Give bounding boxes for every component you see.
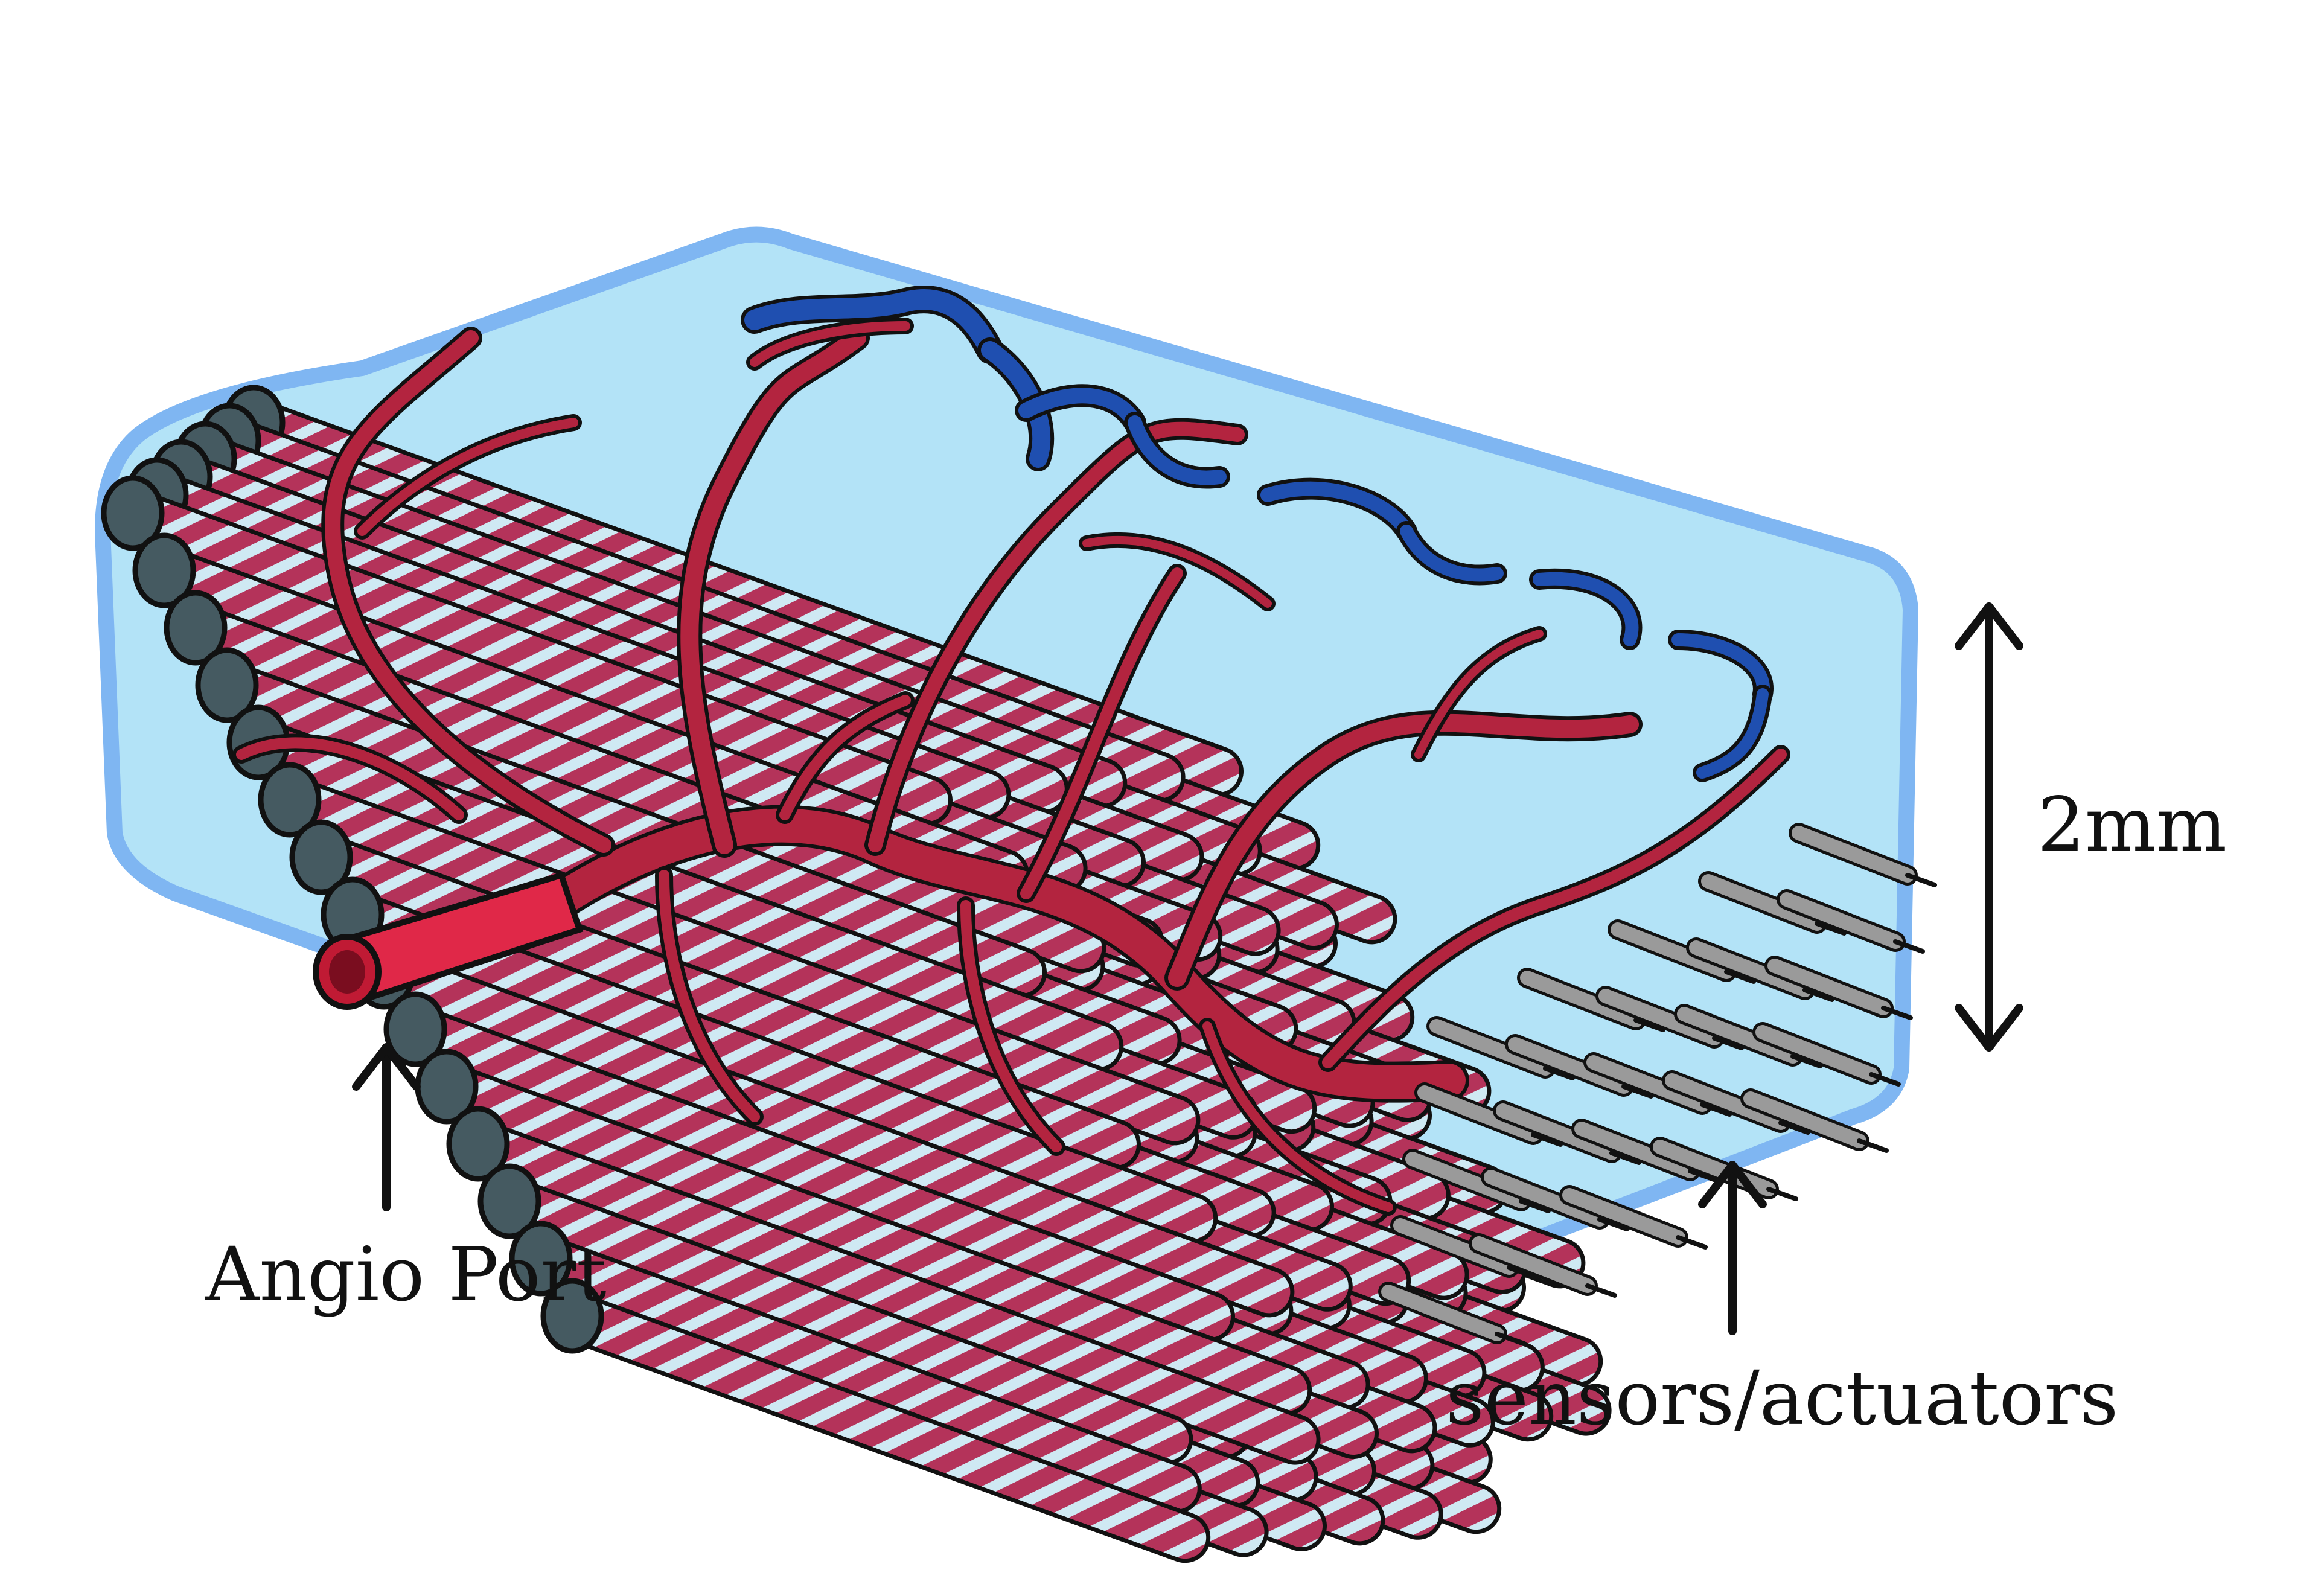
sensor-actuator-pin [1608, 919, 1756, 984]
muscle-fiber [195, 647, 1047, 998]
artery [1411, 626, 1547, 762]
muscle-fiber [509, 1221, 1202, 1514]
sensor-actuator-pin [1777, 889, 1925, 954]
sensor-actuator-pin [1583, 1052, 1732, 1117]
artery [1199, 1018, 1397, 1216]
vein [1668, 630, 1774, 704]
angio-port-arrow-icon [352, 1043, 421, 1211]
muscle-fiber [101, 475, 953, 826]
sensors-actuators-label: sensors/actuators [1446, 1355, 2119, 1442]
sensor-actuator-pin [1662, 1070, 1810, 1135]
artery [957, 896, 1065, 1156]
sensor-actuator-pin [1426, 1016, 1575, 1080]
vein [1693, 685, 1772, 782]
dimension-arrow-icon [1955, 602, 2023, 1052]
sensors-arrow-icon [1698, 1161, 1767, 1335]
muscle-fiber [164, 590, 1106, 974]
sensor-actuator-pin [1559, 1185, 1708, 1250]
vascular-network [232, 286, 1790, 1216]
sensor-actuator-pin [1517, 968, 1665, 1032]
vein [741, 286, 1004, 364]
muscle-fiber [446, 1106, 1321, 1465]
artery [321, 327, 615, 857]
sensor-actuator-pin [1481, 1167, 1629, 1231]
sensor-actuator-pin [1686, 937, 1834, 1002]
muscle-fiber [321, 876, 1218, 1244]
artery [354, 414, 582, 540]
sensor-actuator-pin [1595, 986, 1744, 1050]
sensor-actuator-pin [1789, 823, 1937, 887]
sensor-actuator-pin [1571, 1119, 1720, 1183]
artery [1079, 532, 1276, 611]
vein [1529, 568, 1643, 650]
muscle-fiber [477, 1163, 1193, 1465]
sensor-actuator-pin [1764, 956, 1913, 1020]
artery [655, 866, 764, 1126]
angio-port-label: Angio Port [205, 1231, 607, 1318]
sensor-actuator-pin [1469, 1233, 1617, 1298]
sensor-actuator-pin [1378, 1282, 1527, 1346]
electrode-array [1378, 823, 1937, 1346]
artery [1017, 564, 1187, 903]
vein [1015, 384, 1146, 434]
vein [1257, 477, 1417, 542]
sensor-actuator-pin [1752, 1022, 1901, 1087]
vein [1124, 412, 1230, 489]
sensor-actuator-pin [1402, 1149, 1551, 1213]
muscle-fiber [415, 1049, 1312, 1416]
artery [677, 325, 870, 858]
artery [864, 418, 1248, 856]
sensor-actuator-pin [1698, 871, 1847, 936]
angio-port-tube [313, 871, 584, 1010]
artery [232, 733, 468, 824]
vein [1396, 521, 1507, 586]
artery [776, 691, 915, 824]
sensor-actuator-pin [1493, 1100, 1641, 1165]
artery [1318, 745, 1790, 1072]
sensor-actuator-pin [1740, 1088, 1889, 1153]
dimension-label: 2mm [2037, 782, 2227, 869]
sensor-actuator-pin [1414, 1082, 1563, 1147]
sensor-actuator-pin [1674, 1004, 1822, 1068]
artery [746, 318, 914, 371]
artery [1164, 710, 1643, 991]
muscle-fiber [258, 762, 1201, 1146]
muscle-fiber [540, 1278, 1211, 1563]
muscle-fiber [383, 991, 1235, 1342]
sensor-actuator-pin [1505, 1034, 1653, 1099]
sensor-actuator-pin [1390, 1215, 1539, 1280]
